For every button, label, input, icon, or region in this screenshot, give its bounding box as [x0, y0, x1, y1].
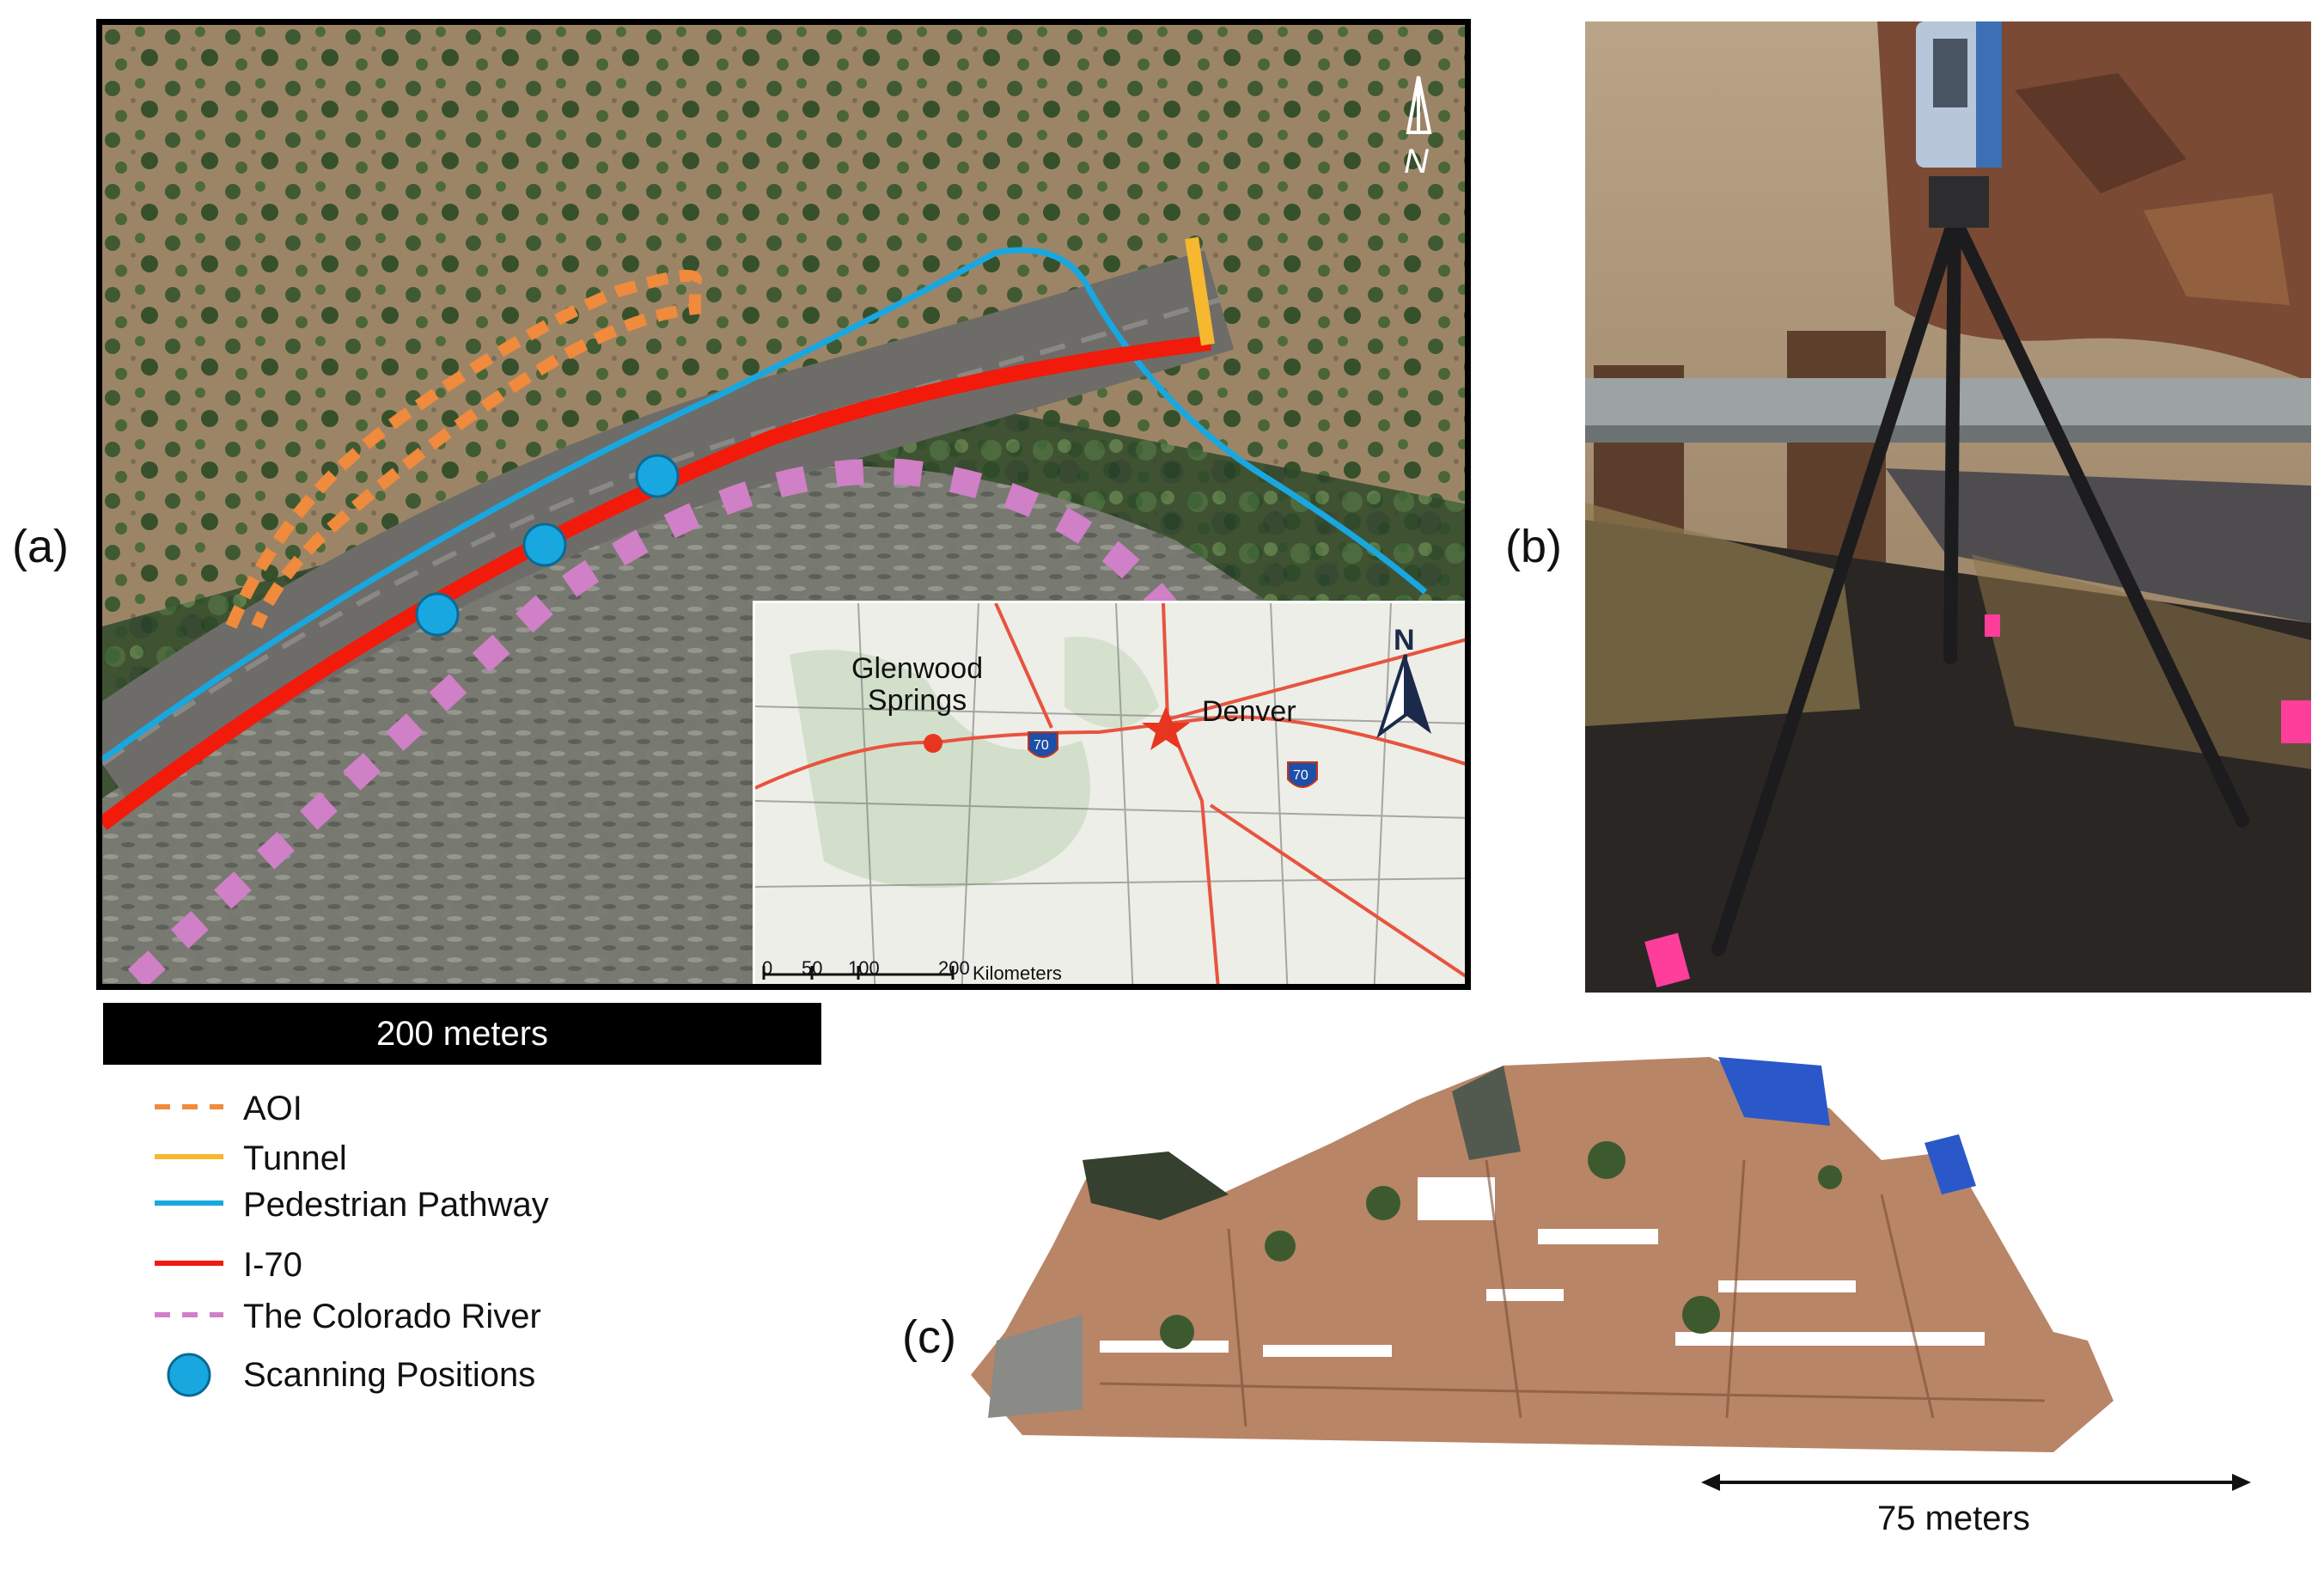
denver-star-icon	[1142, 706, 1190, 750]
aerial-map-panel: N	[96, 19, 1471, 990]
legend-item-colorado-river: The Colorado River	[155, 1298, 541, 1335]
scanning-position	[522, 522, 567, 567]
north-arrow-small-icon	[1406, 76, 1432, 134]
i70-road	[102, 335, 1212, 831]
inset-city-glenwood: Glenwood Springs	[851, 652, 984, 718]
point-cloud-render	[971, 1057, 2303, 1478]
legend-item-aoi: AOI	[155, 1090, 302, 1127]
legend-item-tunnel: Tunnel	[155, 1139, 347, 1177]
map-overlay: N	[102, 76, 1432, 984]
north-arrow-inset-icon	[1376, 654, 1431, 739]
scanner-tripod-photo	[1585, 21, 2311, 993]
panel-label-a: (a)	[12, 521, 69, 572]
inset-map-image: 70 70 N	[755, 603, 1465, 984]
inset-scale-bar	[762, 966, 955, 980]
scanning-position	[415, 592, 460, 637]
legend-item-pedestrian-pathway: Pedestrian Pathway	[155, 1186, 549, 1224]
point-cloud-scale-label: 75 meters	[1877, 1500, 2030, 1537]
interstate-shield-icon: 70	[1028, 731, 1058, 758]
panel-label-c: (c)	[902, 1311, 956, 1363]
aoi-boundary	[225, 270, 702, 629]
svg-text:70: 70	[1293, 768, 1308, 783]
svg-text:N: N	[1394, 624, 1415, 657]
map-scale-bar: 200 meters	[103, 1003, 821, 1065]
interstate-shield-icon: 70	[1287, 761, 1318, 788]
panel-label-b: (b)	[1505, 521, 1562, 572]
scanning-position	[635, 454, 680, 498]
north-arrow-small-label: N	[1404, 143, 1429, 180]
glenwood-springs-marker	[924, 734, 942, 753]
pedestrian-pathway	[102, 247, 1428, 762]
inset-city-denver: Denver	[1202, 695, 1296, 728]
legend-item-i70: I-70	[155, 1246, 302, 1284]
colorado-river	[127, 458, 1178, 984]
double-arrow-icon	[1701, 1474, 2251, 1491]
tunnel-marker	[1185, 236, 1215, 346]
svg-text:70: 70	[1034, 738, 1049, 753]
legend-item-scanning-positions: Scanning Positions	[146, 1349, 747, 1397]
point-cloud-scale: 75 meters	[1701, 1465, 2251, 1560]
inset-map: 70 70 N Glenwood Springs	[753, 601, 1465, 984]
